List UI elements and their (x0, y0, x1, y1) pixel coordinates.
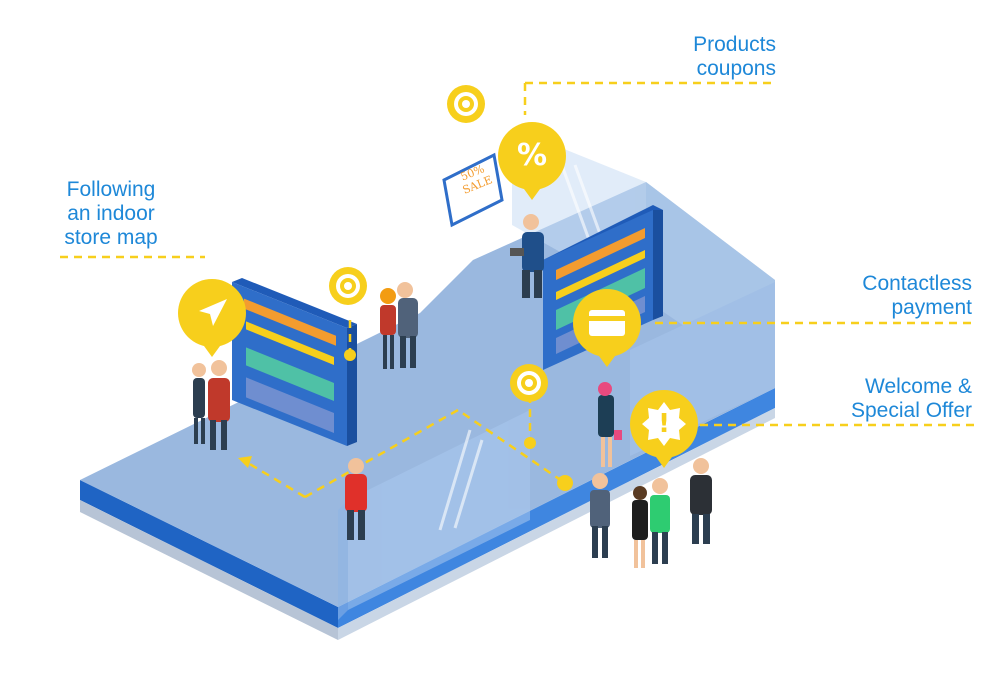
sale-sign (442, 152, 504, 228)
label-products-coupons-line-2: coupons (696, 57, 776, 80)
exclamation-badge-icon (642, 402, 686, 446)
coupons-pin (498, 122, 566, 200)
label-welcome-offer-line-2: Special Offer (850, 399, 972, 422)
path-arrowhead (238, 456, 252, 468)
person-with-tablet (510, 214, 544, 298)
welcome-pin (630, 390, 698, 468)
credit-card-icon (589, 310, 625, 336)
shelf-left (232, 278, 357, 446)
people-queue (590, 458, 712, 568)
label-contactless-payment-line-2: payment (891, 296, 972, 319)
label-store-map-line-2: an indoor (67, 202, 155, 225)
label-products-coupons: Products coupons (640, 33, 776, 81)
person-couple-left (192, 360, 230, 450)
label-contactless-payment: Contactless payment (790, 272, 972, 320)
person-red-hoodie (345, 458, 367, 540)
label-store-map: Following an indoor store map (50, 178, 172, 250)
navigation-arrow-icon (199, 299, 227, 326)
map-pin (178, 279, 246, 357)
person-couple-center (380, 282, 418, 369)
label-store-map-line-3: store map (64, 226, 158, 249)
label-contactless-payment-line-1: Contactless (862, 272, 972, 295)
beacon-left (329, 267, 367, 305)
percent-icon: % (516, 138, 548, 173)
beacon-dot-left (344, 349, 356, 361)
beacon-center (510, 364, 548, 402)
label-welcome-offer-line-1: Welcome & (865, 375, 972, 398)
exclamation-mark: ! (658, 409, 670, 439)
person-paying (598, 382, 622, 467)
beacon-sale (447, 85, 485, 123)
beacon-dot-center (524, 437, 536, 449)
label-products-coupons-line-1: Products (693, 33, 776, 56)
label-welcome-offer: Welcome & Special Offer (790, 375, 972, 423)
path-endpoint (557, 475, 573, 491)
label-store-map-line-1: Following (66, 178, 156, 201)
payment-pin (573, 289, 641, 367)
